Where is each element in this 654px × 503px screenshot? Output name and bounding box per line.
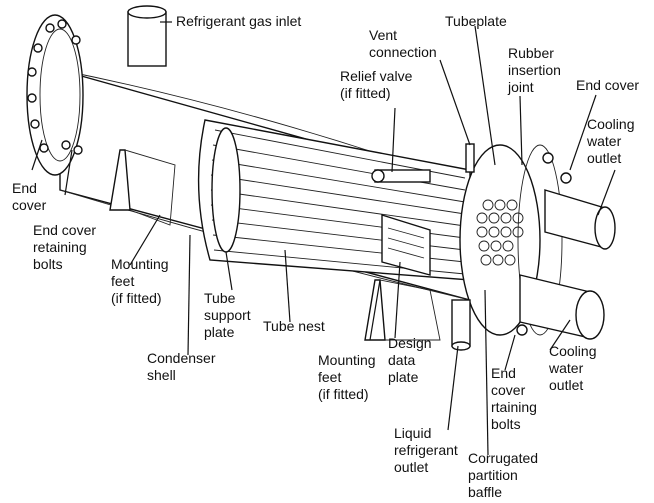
left-end-cover <box>26 14 84 176</box>
relief-valve <box>371 169 431 183</box>
vent-connection <box>465 143 475 173</box>
label-cooling-water-outlet-bottom: Cooling water outlet <box>549 343 597 393</box>
label-tube-nest: Tube nest <box>263 318 325 334</box>
label-end-cover-left: End cover <box>12 180 47 213</box>
label-relief-valve: Relief valve (if fitted) <box>340 68 413 101</box>
label-end-cover-retaining-bolts-right: End cover rtaining bolts <box>491 365 537 432</box>
label-rubber-insertion-joint: Rubber insertion joint <box>508 45 561 95</box>
label-mounting-feet-right: Mounting feet (if fitted) <box>318 352 376 402</box>
cooling-water-outlet-pipe-top <box>544 189 616 250</box>
refrigerant-gas-inlet-pipe <box>127 5 167 67</box>
right-end-cover <box>517 144 563 336</box>
label-end-cover-retaining-bolts-left: End cover retaining bolts <box>33 222 97 272</box>
label-tube-support-plate: Tube support plate <box>204 290 251 340</box>
tube-support-plate <box>211 127 241 253</box>
label-liquid-refrigerant-outlet: Liquid refrigerant outlet <box>394 425 458 475</box>
label-end-cover-right: End cover <box>576 77 640 93</box>
label-corrugated-partition-baffle: Corrugated partition baffle <box>468 450 539 500</box>
leader-lines <box>31 21 616 456</box>
label-refrigerant-gas-inlet: Refrigerant gas inlet <box>176 13 302 29</box>
left-end-cover-bolts <box>27 19 83 155</box>
label-tubeplate: Tubeplate <box>445 13 507 29</box>
label-vent-connection: Vent connection <box>369 27 437 60</box>
label-design-data-plate: Design data plate <box>388 335 432 385</box>
design-data-plate <box>381 214 431 276</box>
liquid-refrigerant-outlet-pipe <box>451 299 471 351</box>
label-cooling-water-outlet-top: Cooling water outlet <box>587 116 635 166</box>
cooling-water-outlet-pipe-bottom <box>519 274 605 340</box>
label-mounting-feet-left: Mounting feet (if fitted) <box>111 256 169 306</box>
label-condenser-shell: Condenser shell <box>147 350 216 383</box>
